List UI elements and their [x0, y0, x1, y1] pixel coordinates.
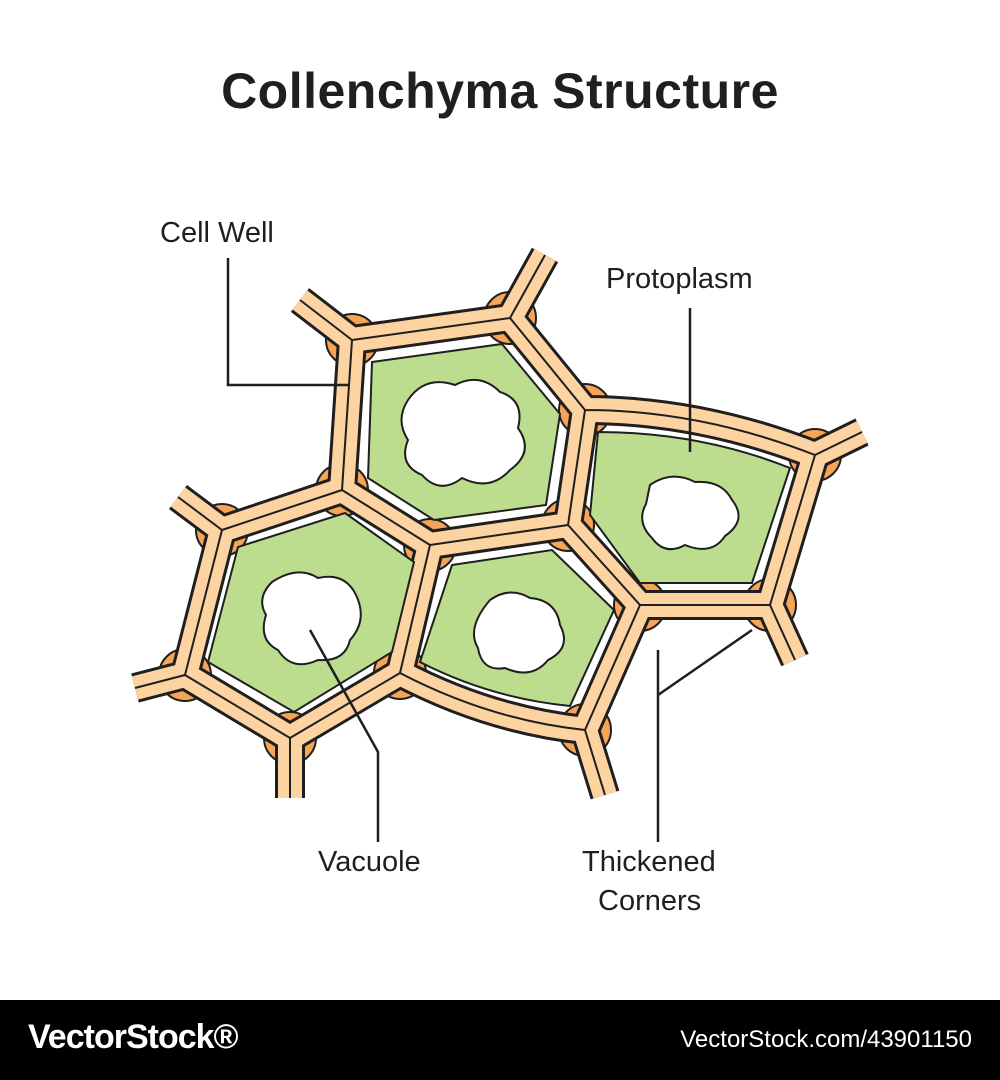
vacuole-cell-top [400, 378, 526, 487]
footer-bar: VectorStock® VectorStock.com/43901150 [0, 1000, 1000, 1080]
vacuole-cell-center [473, 591, 565, 674]
vacuole-leader [308, 629, 380, 842]
vacuole-cell-right [641, 475, 740, 551]
vacuole-cell-left [261, 571, 362, 666]
protoplasm-label: Protoplasm [606, 263, 753, 295]
thickened-corners-leader-branch [657, 628, 753, 697]
cell-wall-middle-lamella [134, 254, 863, 798]
thickened-corners-label-line1: Thickened [582, 846, 716, 878]
page-title: Collenchyma Structure [221, 63, 779, 119]
brand-logo: VectorStock® [28, 1018, 239, 1056]
cell-wall-leader [226, 258, 348, 387]
stock-id: VectorStock.com/43901150 [680, 1026, 972, 1053]
cell-wall-label: Cell Well [160, 217, 274, 249]
vacuoles [261, 378, 740, 674]
vacuole-label: Vacuole [318, 846, 421, 878]
leader-lines [226, 258, 753, 842]
collenchyma-diagram [131, 247, 869, 842]
thickened-corners-label-line2: Corners [598, 885, 702, 917]
